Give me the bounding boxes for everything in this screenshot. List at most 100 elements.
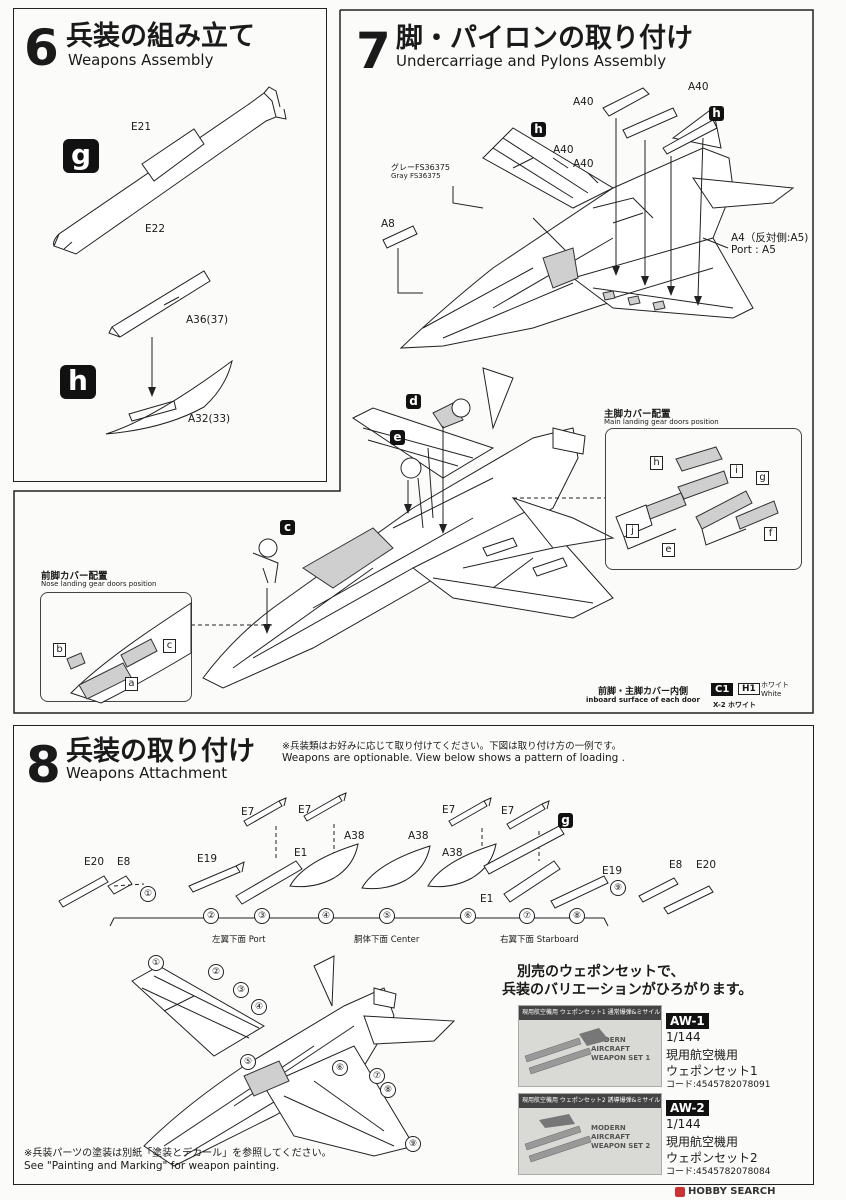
door-label-j: j xyxy=(626,524,639,538)
product-aw1-name-2: ウェポンセット1 xyxy=(666,1064,758,1078)
product-aw1-code: AW-1 xyxy=(666,1013,709,1029)
part-e7-3: E7 xyxy=(442,804,456,816)
missile-e21-e22-drawing xyxy=(53,86,287,435)
wing-starboard-label: 右翼下面 Starboard xyxy=(500,935,579,945)
step8-panel: 8 兵装の取り付け Weapons Attachment ※兵装類はお好みに応じ… xyxy=(13,725,814,1185)
part-e21: E21 xyxy=(131,121,151,133)
watermark-logo-icon xyxy=(675,1186,685,1197)
letter-c: c xyxy=(280,520,295,535)
part-a38-3: A38 xyxy=(442,847,463,859)
group-h-marker: h xyxy=(60,365,96,399)
wing-center-label: 胴体下面 Center xyxy=(354,935,420,945)
aircraft-station-8: ⑧ xyxy=(380,1082,396,1098)
aircraft-loaded-drawing xyxy=(131,955,456,1167)
step6-panel: 6 兵装の組み立て Weapons Assembly g h E21 E22 A… xyxy=(13,8,327,482)
aircraft-station-9: ⑨ xyxy=(405,1136,421,1152)
product-aw2-name-1: 現用航空機用 xyxy=(666,1135,739,1149)
part-e20-left: E20 xyxy=(84,856,104,868)
part-e7-1: E7 xyxy=(241,806,255,818)
footer-note-en: See "Painting and Marking" for weapon pa… xyxy=(24,1160,280,1172)
product-aw1-box: 現用航空機用 ウェポンセット1 通常爆弾&ミサイル'50〜 MODERN AIR… xyxy=(518,1005,662,1087)
inboard-note-en: inboard surface of each door xyxy=(586,696,700,704)
part-a40-4: A40 xyxy=(573,158,594,170)
watermark-text: HOBBY SEARCH xyxy=(688,1186,776,1197)
nose-doors-title-en: Nose landing gear doors position xyxy=(41,580,157,588)
station-4: ④ xyxy=(318,908,334,924)
part-a36: A36(37) xyxy=(186,314,229,326)
aircraft-station-6: ⑥ xyxy=(332,1060,348,1076)
nose-doors-title-jp: 前脚カバー配置 xyxy=(41,571,108,582)
part-e7-2: E7 xyxy=(298,804,312,816)
nose-door-label-b: b xyxy=(53,643,66,657)
paint-white-jp: ホワイト xyxy=(761,681,789,689)
part-a38-1: A38 xyxy=(344,830,365,842)
paint-white-en: White xyxy=(761,690,782,698)
promo-line-1: 別売のウェポンセットで、 xyxy=(517,964,685,980)
step7-number: 7 xyxy=(356,22,391,80)
part-e19-left: E19 xyxy=(197,853,217,865)
letter-e: e xyxy=(390,430,405,445)
main-doors-inset: h i g j e f xyxy=(605,428,802,570)
aircraft-station-5: ⑤ xyxy=(240,1054,256,1070)
part-e7-4: E7 xyxy=(501,805,515,817)
step7-title-en: Undercarriage and Pylons Assembly xyxy=(396,52,667,70)
station-6: ⑥ xyxy=(460,908,476,924)
step6-number: 6 xyxy=(24,19,59,77)
watermark: HOBBY SEARCH xyxy=(675,1186,775,1197)
letter-h-2: h xyxy=(709,106,724,121)
step6-title-en: Weapons Assembly xyxy=(68,51,214,69)
part-a40-3: A40 xyxy=(553,144,574,156)
main-doors-title-en: Main landing gear doors position xyxy=(604,418,719,426)
part-a40-1: A40 xyxy=(573,96,594,108)
door-label-h: h xyxy=(650,456,663,470)
door-label-g: g xyxy=(756,471,769,485)
product-aw2-code: AW-2 xyxy=(666,1100,709,1116)
aircraft-pylon-drawing xyxy=(382,87,795,349)
product-aw1-scale: 1/144 xyxy=(666,1030,701,1044)
aircraft-station-1: ① xyxy=(148,955,164,971)
part-a32: A32(33) xyxy=(188,413,231,425)
color-gray-en: Gray FS36375 xyxy=(391,172,441,180)
part-a38-2: A38 xyxy=(408,830,429,842)
part-e8-right: E8 xyxy=(669,859,683,871)
door-label-f: f xyxy=(764,527,777,541)
letter-h-1: h xyxy=(531,122,546,137)
promo-line-2: 兵装のバリエーションがひろがります。 xyxy=(502,982,753,998)
paint-code-h1: H1 xyxy=(738,683,760,695)
nose-doors-inset: b c a xyxy=(40,592,192,704)
group-g-marker: g xyxy=(63,139,99,173)
nose-door-label-c: c xyxy=(163,639,176,653)
product-aw1-box-band: 現用航空機用 ウェポンセット1 通常爆弾&ミサイル'50〜 xyxy=(519,1006,661,1020)
step8-title-en: Weapons Attachment xyxy=(66,764,228,782)
product-aw2-scale: 1/144 xyxy=(666,1117,701,1131)
part-a4-port: Port : A5 xyxy=(731,244,776,256)
step8-number: 8 xyxy=(26,736,61,794)
aircraft-station-3: ③ xyxy=(233,982,249,998)
station-9: ⑨ xyxy=(610,880,626,896)
step7-panel: 7 脚・パイロンの取り付け Undercarriage and Pylons A… xyxy=(13,8,814,714)
station-5: ⑤ xyxy=(379,908,395,924)
station-7: ⑦ xyxy=(519,908,535,924)
aircraft-station-2: ② xyxy=(208,964,224,980)
main-doors-title-jp: 主脚カバー配置 xyxy=(604,409,671,420)
paint-x2: X-2 ホワイト xyxy=(713,701,757,709)
step8-note-jp: ※兵装類はお好みに応じて取り付けてください。下図は取り付け方の一例です。 xyxy=(282,741,622,752)
part-e1-right: E1 xyxy=(480,893,494,905)
paint-code-c1: C1 xyxy=(711,683,734,696)
part-e8-left: E8 xyxy=(117,856,131,868)
part-e19-right: E19 xyxy=(602,865,622,877)
aircraft-station-7: ⑦ xyxy=(369,1068,385,1084)
step8-note-en: Weapons are optionable. View below shows… xyxy=(282,752,625,764)
color-gray-jp: グレーFS36375 xyxy=(391,163,450,172)
part-e1-left: E1 xyxy=(294,847,308,859)
product-aw2-box-text: MODERN AIRCRAFT WEAPON SET 2 xyxy=(591,1124,651,1150)
step6-title-jp: 兵装の組み立て xyxy=(66,21,255,52)
group-g-marker-step8: g xyxy=(558,813,573,828)
product-aw1-name-1: 現用航空機用 xyxy=(666,1048,739,1062)
part-a40-2: A40 xyxy=(688,81,709,93)
letter-d: d xyxy=(406,394,421,409)
aircraft-gear-drawing xyxy=(191,367,615,689)
product-aw2-box-band: 現用航空機用 ウェポンセット2 誘導爆弾&ミサイル'70〜 xyxy=(519,1094,661,1108)
station-2: ② xyxy=(203,908,219,924)
product-aw1-jan: コード:4545782078091 xyxy=(666,1080,771,1090)
